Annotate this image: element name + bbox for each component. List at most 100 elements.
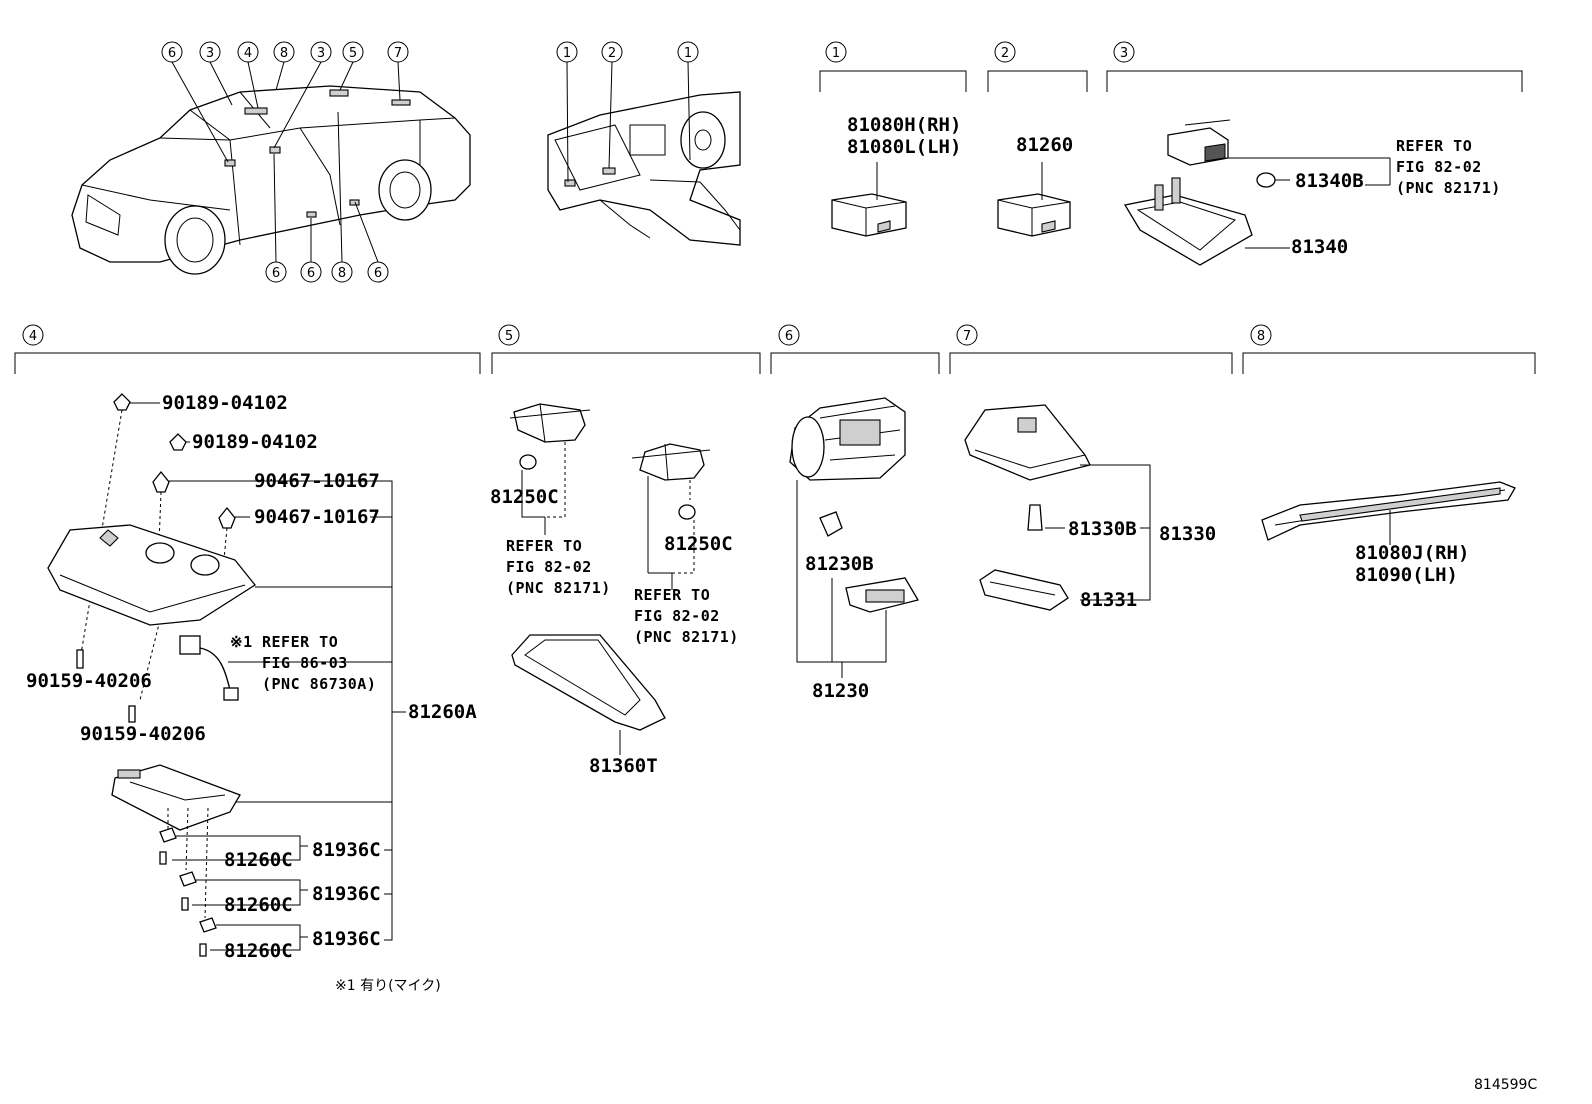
callout-circle: 4 (237, 41, 259, 63)
callout-number: 6 (374, 266, 382, 281)
part-number: 90159-40206 (26, 670, 152, 692)
section-4-header: 4 (14, 324, 481, 374)
callout-circle: 5 (342, 41, 364, 63)
part-number: 90467-10167 (254, 506, 380, 528)
callout-number: 8 (338, 266, 346, 281)
part-number: 81090(LH) (1355, 564, 1458, 586)
part-number: 81080L(LH) (847, 136, 961, 158)
callout-number: 3 (206, 46, 214, 61)
reference-note: FIG 82-02 (1396, 158, 1482, 176)
callout-circle: 6 (300, 261, 322, 283)
part-number: 81080H(RH) (847, 114, 961, 136)
reference-note: (PNC 86730A) (262, 675, 376, 693)
reference-note: REFER TO (634, 586, 710, 604)
dashboard-illustration (547, 91, 741, 246)
callout-number: 8 (280, 46, 288, 61)
section-number: 6 (785, 329, 793, 344)
reference-note: (PNC 82171) (1396, 179, 1501, 197)
section-5-header: 5 (491, 324, 761, 374)
callout-circle: 3 (199, 41, 221, 63)
section-number: 7 (963, 329, 971, 344)
callout-circle: 6 (367, 261, 389, 283)
part-number: 81330 (1159, 523, 1216, 545)
part-number: 81360T (589, 755, 658, 777)
callout-circle: 6 (161, 41, 183, 63)
part-number: 81260 (1016, 134, 1073, 156)
section-5-parts: 81250C REFER TO FIG 82-02 (PNC 82171) 81… (490, 403, 739, 777)
section-4-parts: 90189-04102 90189-04102 90467-10167 9046… (26, 392, 477, 994)
callout-number: 6 (168, 46, 176, 61)
callout-circle: 6 (265, 261, 287, 283)
callout-circle: 7 (387, 41, 409, 63)
callout-circle: 2 (601, 41, 623, 63)
part-number: 81936C (312, 883, 381, 905)
callout-circle: 1 (677, 41, 699, 63)
callout-number: 7 (394, 46, 402, 61)
section-number: 2 (1001, 46, 1009, 61)
dash-callouts: 1 2 1 (556, 41, 699, 183)
section-8-header: 8 (1242, 324, 1536, 374)
callout-number: 6 (307, 266, 315, 281)
reference-note: (PNC 82171) (634, 628, 739, 646)
reference-note: (PNC 82171) (506, 579, 611, 597)
part-number: 90467-10167 (254, 470, 380, 492)
part-number: 90159-40206 (80, 723, 206, 745)
part-number: 81936C (312, 839, 381, 861)
callout-circle: 8 (273, 41, 295, 63)
callout-number: 1 (563, 46, 571, 61)
callout-number: 4 (244, 46, 252, 61)
section-6-parts: 81230B 81230 (789, 397, 920, 702)
callout-circle: 8 (331, 261, 353, 283)
part-number: 81936C (312, 928, 381, 950)
part-number: 81260C (224, 894, 293, 916)
section-3-header: 3 (1106, 41, 1523, 92)
reference-mark: ※1 (230, 633, 253, 651)
part-number: 81080J(RH) (1355, 542, 1469, 564)
part-number: 81250C (490, 486, 559, 508)
section-number: 8 (1257, 329, 1265, 344)
callout-number: 3 (317, 46, 325, 61)
part-number: 81260A (408, 701, 477, 723)
reference-note: FIG 82-02 (506, 558, 592, 576)
section-7-header: 7 (949, 324, 1233, 374)
reference-note: FIG 86-03 (262, 654, 348, 672)
part-number: 81260C (224, 849, 293, 871)
part-number: 81330B (1068, 518, 1137, 540)
section-7-parts: 81330B 81330 81331 (964, 404, 1216, 611)
section-2-part: 81260 (997, 134, 1073, 237)
part-number: 81250C (664, 533, 733, 555)
section-1-part: 81080H(RH) 81080L(LH) (831, 114, 961, 237)
car-illustration (71, 85, 471, 275)
part-number: 90189-04102 (192, 431, 318, 453)
callout-number: 6 (272, 266, 280, 281)
part-number: 81331 (1080, 589, 1137, 611)
car-callouts: 6 3 4 8 3 5 7 6 6 8 6 (161, 41, 409, 283)
section-1-header: 1 (819, 41, 967, 92)
reference-note: REFER TO (262, 633, 338, 651)
callout-circle: 3 (310, 41, 332, 63)
part-number: 90189-04102 (162, 392, 288, 414)
section-8-parts: 81080J(RH) 81090(LH) (1261, 481, 1516, 586)
section-6-header: 6 (770, 324, 940, 374)
section-number: 5 (505, 329, 513, 344)
part-number: 81340 (1291, 236, 1348, 258)
callout-number: 1 (684, 46, 692, 61)
section-number: 4 (29, 329, 37, 344)
part-number: 81230B (805, 553, 874, 575)
reference-note: FIG 82-02 (634, 607, 720, 625)
diagram-code: 814599C (1474, 1077, 1537, 1093)
part-number: 81340B (1295, 170, 1364, 192)
section-2-header: 2 (987, 41, 1088, 92)
footnote: ※1 有り(マイク) (335, 978, 441, 994)
callout-circle: 1 (556, 41, 578, 63)
callout-number: 2 (608, 46, 616, 61)
section-number: 1 (832, 46, 840, 61)
part-number: 81260C (224, 940, 293, 962)
section-3-part: 81340B 81340 REFER TO FIG 82-02 (PNC 821… (1123, 119, 1501, 266)
reference-note: REFER TO (1396, 137, 1472, 155)
part-number: 81230 (812, 680, 869, 702)
callout-number: 5 (349, 46, 357, 61)
section-number: 3 (1120, 46, 1128, 61)
